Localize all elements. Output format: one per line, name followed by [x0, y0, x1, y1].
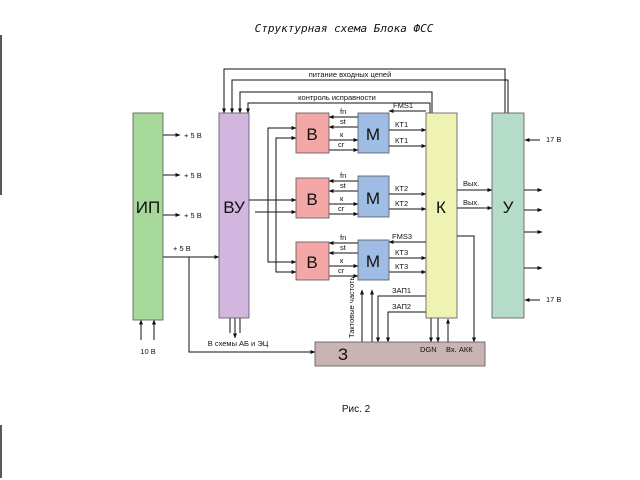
block-u: У	[491, 112, 525, 319]
plus5-label-2: + 5 В	[184, 171, 202, 180]
kt1a-label: КТ1	[395, 120, 408, 129]
block-z-rect	[314, 341, 486, 367]
block-m3-rect	[357, 239, 390, 281]
clock-label: Тактовые частоты	[347, 275, 356, 338]
kt2a-label: КТ2	[395, 184, 408, 193]
ip-outputs	[139, 133, 316, 354]
plus5-label-3: + 5 В	[184, 211, 202, 220]
v17b-label: 17 В	[546, 295, 561, 304]
block-ip-label: ИП	[136, 198, 160, 217]
control-label: контроль исправности	[298, 93, 376, 102]
zap2-label: ЗАП2	[392, 302, 411, 311]
st-label-3: st	[340, 243, 347, 252]
k-label-1: к	[340, 130, 344, 139]
block-b1: В	[295, 112, 330, 154]
fn-label-2: fn	[340, 171, 346, 180]
k-z-lines	[429, 235, 476, 343]
block-m2: М	[357, 175, 390, 218]
block-m1: М	[357, 112, 390, 154]
cg-label-2: сг	[338, 204, 345, 213]
diagram-title: Структурная схема Блока ФСС	[255, 22, 434, 35]
block-b3: В	[295, 241, 330, 281]
block-z-label: З	[338, 345, 348, 364]
cg-label-3: сг	[338, 266, 345, 275]
fn-label-1: fn	[340, 107, 346, 116]
block-ip-rect	[132, 112, 164, 321]
block-vu: ВУ	[218, 112, 250, 319]
plus5-label-4: + 5 В	[173, 244, 191, 253]
block-b3-label: В	[306, 253, 317, 272]
kt3b-label: КТ3	[395, 262, 408, 271]
block-m1-label: М	[366, 125, 380, 144]
st-label-2: st	[340, 181, 347, 190]
st-label-1: st	[340, 117, 347, 126]
u-side-lines	[524, 138, 543, 302]
figure-caption: Рис. 2	[342, 404, 371, 415]
fms1-label: FMS1	[393, 101, 413, 110]
vu-to-b-lines	[229, 126, 297, 339]
k-u-lines	[457, 188, 493, 210]
block-u-rect	[491, 112, 525, 319]
block-vu-label: ВУ	[223, 198, 245, 217]
labels: питание входных цепей контроль исправнос…	[140, 70, 561, 356]
plus5-label-1: + 5 В	[184, 131, 202, 140]
block-b2-label: В	[306, 190, 317, 209]
dgn-label: DGN	[420, 345, 437, 354]
m-k-lines	[360, 109, 427, 343]
to-ab-label: В схемы АБ и ЭЦ	[208, 339, 269, 348]
block-m2-rect	[357, 175, 390, 218]
cg-label-1: сг	[338, 140, 345, 149]
kt1b-label: КТ1	[395, 136, 408, 145]
zap1-label: ЗАП1	[392, 286, 411, 295]
top-feedback-lines	[222, 68, 509, 114]
block-b3-rect	[295, 241, 330, 281]
power-in-label: питание входных цепей	[309, 70, 392, 79]
block-k: К	[425, 112, 458, 319]
block-m3: М	[357, 239, 390, 281]
kt3a-label: КТ3	[395, 248, 408, 257]
block-m1-rect	[357, 112, 390, 154]
out2-label: Вых.	[463, 198, 479, 207]
block-u-label: У	[503, 198, 514, 217]
fn-label-3: fn	[340, 233, 346, 242]
input-10v-label: 10 В	[140, 347, 155, 356]
block-b2: В	[295, 177, 330, 219]
block-b1-label: В	[306, 125, 317, 144]
block-b1-rect	[295, 112, 330, 154]
block-z: З	[314, 341, 486, 367]
block-b2-rect	[295, 177, 330, 219]
b-m-lines	[328, 115, 359, 278]
block-ip: ИП	[132, 112, 164, 321]
akk-label: Вх. АКК	[446, 345, 473, 354]
block-k-rect	[425, 112, 458, 319]
block-k-label: К	[436, 198, 446, 217]
block-vu-rect	[218, 112, 250, 319]
v17a-label: 17 В	[546, 135, 561, 144]
block-m3-label: М	[366, 252, 380, 271]
kt2b-label: КТ2	[395, 199, 408, 208]
k-label-3: к	[340, 256, 344, 265]
block-m2-label: М	[366, 189, 380, 208]
k-label-2: к	[340, 194, 344, 203]
fms3-label: FMS3	[392, 232, 412, 241]
out1-label: Вых.	[463, 179, 479, 188]
